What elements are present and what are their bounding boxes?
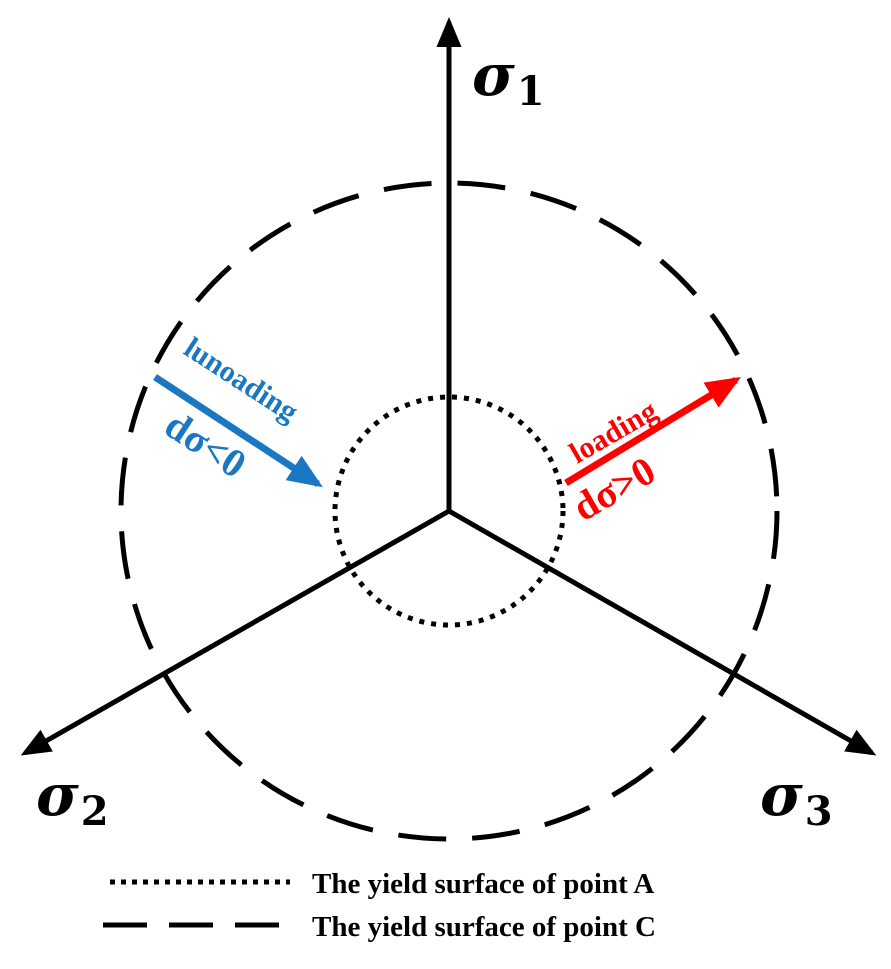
unloading-condition: dσ<0 xyxy=(157,402,254,487)
yield-surface-c xyxy=(118,180,780,842)
legend-point-c: The yield surface of point C xyxy=(312,911,656,943)
loading-arrow xyxy=(564,376,741,486)
axis-sigma3 xyxy=(447,508,877,756)
unloading-arrow xyxy=(153,374,323,488)
yield-surface-a xyxy=(332,394,566,628)
legend-point-a: The yield surface of point A xyxy=(312,868,654,900)
axis-sigma2 xyxy=(20,508,451,756)
axis-label-sigma1: σ1 xyxy=(472,41,545,115)
axis-label-sigma3: σ3 xyxy=(760,761,833,835)
axis-label-sigma2: σ2 xyxy=(36,761,109,835)
